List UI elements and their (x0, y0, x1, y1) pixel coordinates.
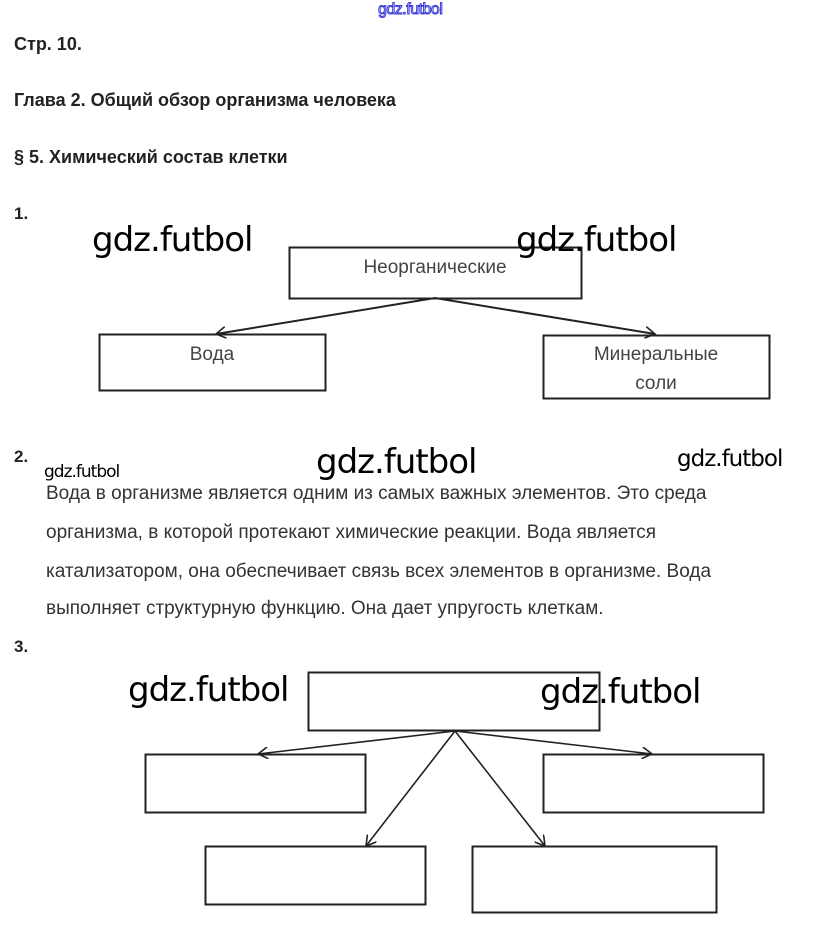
arrow-bottom-right (454, 730, 545, 846)
box-inorganic-label: Неорганические (363, 257, 507, 278)
box-empty-bottom-left (204, 845, 427, 906)
box-water (98, 333, 327, 392)
arrow-right (454, 730, 652, 754)
watermark: gdz.futbol (128, 670, 289, 710)
box-minerals-label-2: соли (635, 373, 677, 394)
watermark: gdz.futbol (677, 446, 783, 472)
arrow-to-minerals (434, 297, 655, 334)
chapter-title: Глава 2. Общий обзор организма человека (14, 90, 396, 110)
watermark: gdz.futbol (540, 672, 701, 712)
answer-line: выполняет структурную функцию. Она дает … (46, 598, 604, 619)
section-title: § 5. Химический состав клетки (14, 147, 288, 167)
answer-line: Вода в организме является одним из самых… (46, 483, 707, 504)
box-empty-left (144, 753, 367, 814)
box-minerals-label-1: Минеральные (593, 344, 719, 365)
arrow-to-water (216, 297, 436, 334)
answer-line: катализатором, она обеспечивает связь вс… (46, 561, 712, 582)
task-1-number: 1. (14, 204, 29, 223)
answer-line: организма, в которой протекают химически… (46, 522, 657, 543)
task-2-number: 2. (14, 447, 29, 466)
arrow-left (258, 730, 456, 754)
watermark: gdz.futbol (44, 462, 120, 482)
box-water-label: Вода (189, 344, 235, 365)
watermark: gdz.futbol (92, 220, 253, 260)
watermark: gdz.futbol (516, 220, 677, 260)
task-3-number: 3. (14, 637, 29, 656)
watermark: gdz.futbol (316, 442, 477, 482)
page-number: Стр. 10. (14, 34, 82, 54)
watermark-top: gdz.futbol (377, 1, 443, 19)
box-empty-right (542, 753, 765, 814)
box-empty-bottom-right (471, 845, 718, 914)
arrow-bottom-left (366, 730, 456, 846)
